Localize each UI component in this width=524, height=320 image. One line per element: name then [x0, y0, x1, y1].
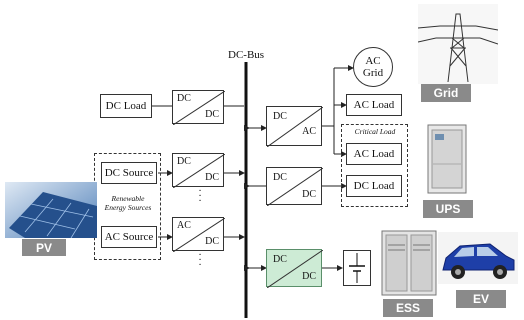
ac-load-critical-box: AC Load [346, 143, 402, 165]
ac-grid-line2: Grid [362, 67, 384, 79]
ev-label: EV [456, 290, 506, 308]
pv-label: PV [22, 239, 66, 256]
ess-cabinet-illustration [381, 230, 437, 296]
grid-label: Grid [421, 84, 471, 102]
more-ellipsis: ··· [198, 186, 202, 207]
converter-ac-dc-source: AC DC [172, 217, 225, 252]
renewable-note-line1: Renewable [111, 194, 145, 203]
critical-load-group [341, 124, 408, 207]
converter-out-label: DC [205, 172, 219, 183]
ac-grid-node: AC Grid [353, 47, 393, 87]
more-ellipsis: ··· [198, 250, 202, 271]
converter-dc-dc-source: DC DC [172, 153, 225, 188]
dc-load-critical-box: DC Load [346, 175, 402, 197]
converter-in-label: DC [273, 172, 287, 183]
ac-source-box: AC Source [101, 226, 157, 248]
pv-panel-illustration [5, 182, 97, 238]
renewable-note-line2: Energy Sources [104, 203, 152, 212]
ac-grid-line1: AC [365, 55, 381, 67]
dc-bus-label: DC-Bus [228, 49, 265, 61]
converter-out-label: AC [302, 126, 316, 137]
ac-load-box: AC Load [346, 94, 402, 116]
dc-source-box: DC Source [101, 162, 157, 184]
renewable-note: Renewable Energy Sources [95, 194, 161, 212]
ev-car-illustration [438, 232, 518, 284]
ups-label: UPS [423, 200, 473, 218]
dc-load-box: DC Load [100, 94, 152, 118]
converter-out-label: DC [205, 236, 219, 247]
converter-in-label: DC [273, 254, 287, 265]
converter-out-label: DC [205, 109, 219, 120]
converter-dc-ac-grid: DC AC [266, 106, 323, 147]
converter-dc-dc-load: DC DC [172, 90, 225, 125]
converter-in-label: AC [177, 220, 191, 231]
converter-in-label: DC [177, 156, 191, 167]
critical-load-note: Critical Load [354, 127, 396, 136]
converter-dc-dc-ess: DC DC [266, 249, 323, 288]
ups-cabinet-illustration [427, 124, 467, 194]
converter-out-label: DC [302, 189, 316, 200]
converter-dc-dc-ups: DC DC [266, 167, 323, 206]
converter-out-label: DC [302, 271, 316, 282]
transmission-tower-illustration [418, 4, 498, 84]
converter-in-label: DC [177, 93, 191, 104]
converter-in-label: DC [273, 111, 287, 122]
ess-label: ESS [383, 299, 433, 317]
battery-icon [343, 250, 371, 286]
